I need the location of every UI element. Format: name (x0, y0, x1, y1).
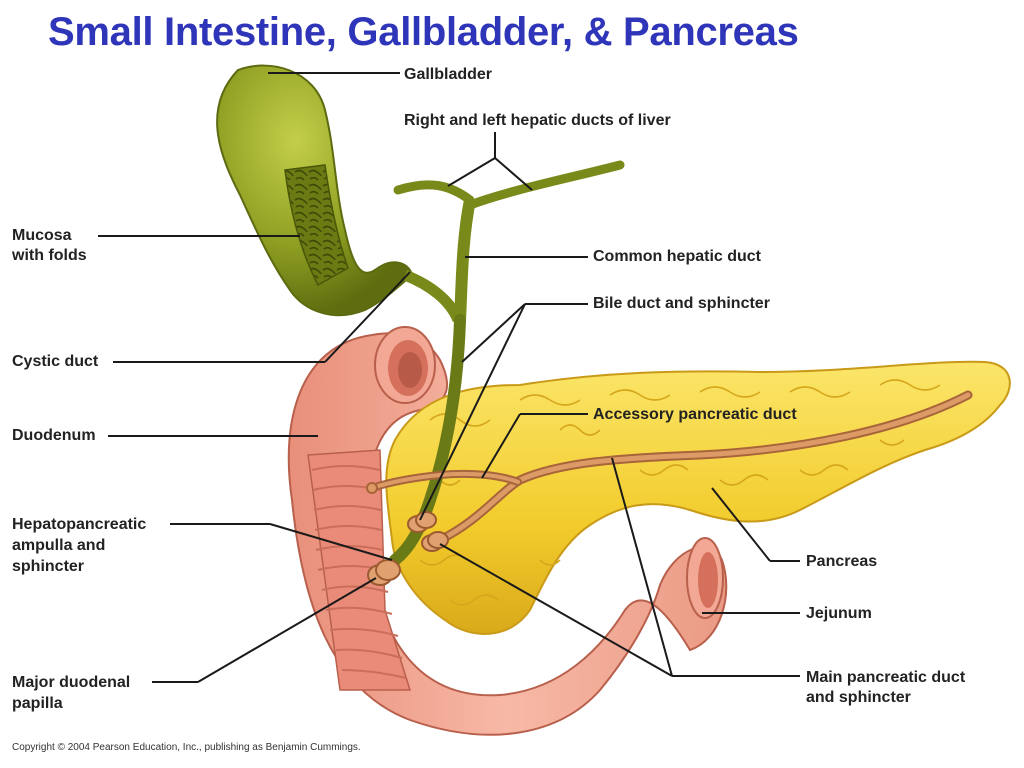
pancreatic-ducts (366, 390, 973, 545)
label-pancreas: Pancreas (806, 553, 878, 570)
label-duodenum: Duodenum (12, 427, 96, 444)
copyright-notice: Copyright © 2004 Pearson Education, Inc.… (12, 742, 361, 753)
label-accessory-pancreatic-duct: Accessory pancreatic duct (593, 406, 797, 423)
gallbladder (216, 64, 414, 317)
pancreas (385, 360, 1011, 635)
duodenum (287, 326, 728, 736)
label-gallbladder: Gallbladder (404, 66, 493, 83)
sphincters (367, 511, 449, 586)
label-hepatopancreatic-line1: Hepatopancreatic (12, 516, 147, 533)
label-mucosa-line2: with folds (12, 247, 87, 264)
label-major-papilla-line2: papilla (12, 695, 63, 712)
label-common-hepatic-duct: Common hepatic duct (593, 248, 762, 265)
label-main-duct-line1: Main pancreatic duct (806, 669, 966, 686)
label-hepatopancreatic-line3: sphincter (12, 558, 85, 575)
label-bile-duct: Bile duct and sphincter (593, 295, 770, 312)
leader-lines (98, 72, 800, 683)
label-main-duct-line2: and sphincter (806, 689, 911, 706)
label-hepatic-ducts: Right and left hepatic ducts of liver (404, 112, 671, 129)
bile-ducts (389, 160, 625, 566)
label-cystic-duct: Cystic duct (12, 353, 99, 370)
label-jejunum: Jejunum (806, 605, 872, 622)
label-major-papilla-line1: Major duodenal (12, 674, 131, 691)
label-hepatopancreatic-line2: ampulla and (12, 537, 106, 554)
page-title: Small Intestine, Gallbladder, & Pancreas (48, 10, 799, 54)
label-mucosa-line1: Mucosa (12, 227, 72, 244)
